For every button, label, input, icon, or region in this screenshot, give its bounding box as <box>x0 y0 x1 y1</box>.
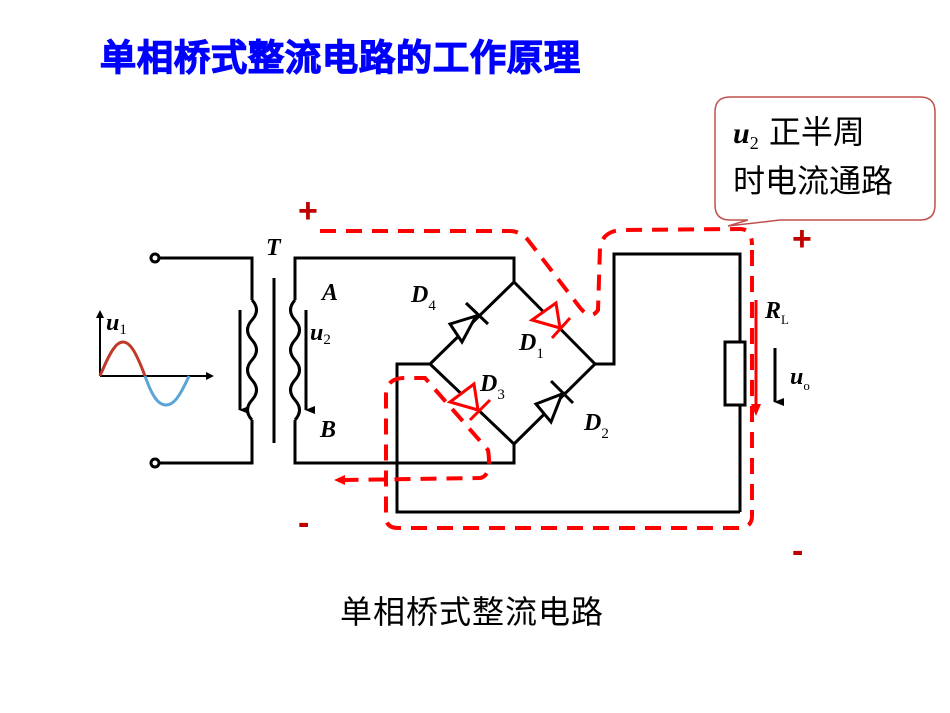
label-d1: D1 <box>518 330 544 362</box>
secondary-circuit <box>289 256 516 465</box>
label-transformer: T <box>266 235 282 261</box>
current-path <box>320 226 754 530</box>
input-terminal-top <box>149 252 161 264</box>
label-uo: uo <box>790 364 810 393</box>
diode-d4 <box>447 301 490 345</box>
output-minus-sign: - <box>792 532 803 570</box>
diode-d3-triangle <box>446 381 480 413</box>
diode-d2-triangle <box>533 391 565 425</box>
bridge-outline <box>427 279 598 447</box>
callout-shape <box>714 96 936 227</box>
diode-d2-bar <box>549 379 575 405</box>
current-path-upper <box>320 226 754 317</box>
callout-line2: 时电流通路 <box>733 162 893 200</box>
diode-d3 <box>446 381 492 422</box>
wire-bridge-left <box>395 362 740 514</box>
primary-wire-bottom <box>159 420 254 465</box>
page-title: 单相桥式整流电路的工作原理 <box>99 37 582 79</box>
label-node-a: A <box>320 280 338 306</box>
bridge-rectifier <box>395 252 742 514</box>
waveform-y-axis-arrowhead <box>96 310 104 318</box>
input-waveform <box>96 310 214 407</box>
label-u2: u2 <box>310 320 331 348</box>
diode-d1 <box>528 300 572 340</box>
diode-d1-triangle <box>528 300 562 331</box>
sine-positive-half <box>98 340 147 377</box>
callout-bubble: u2 正半周 时电流通路 <box>714 96 936 227</box>
load-resistor <box>723 340 747 407</box>
diode-d4-triangle <box>447 313 480 345</box>
diode-d2 <box>533 379 575 425</box>
input-terminal-bottom <box>149 457 161 469</box>
secondary-plus-sign: + <box>298 192 318 230</box>
label-d3: D3 <box>479 371 505 403</box>
label-rl: RL <box>764 298 789 327</box>
primary-wire <box>159 256 254 300</box>
current-through-load-arrowhead <box>751 404 761 416</box>
wire-bridge-right <box>595 252 742 366</box>
diode-d1-bar <box>550 316 572 340</box>
sine-negative-half <box>143 375 191 407</box>
diode-d3-bar <box>468 398 492 422</box>
primary-circuit <box>149 252 258 469</box>
waveform-x-axis-arrowhead <box>206 372 214 380</box>
diode-d4-bar <box>464 301 490 326</box>
primary-coil <box>246 298 258 422</box>
output-plus-sign: + <box>792 220 812 258</box>
wire-node-b <box>293 420 516 465</box>
callout-line1: u2 正半周 <box>733 113 865 153</box>
secondary-minus-sign: - <box>298 504 309 542</box>
wire-node-a <box>293 256 516 300</box>
diagram-caption: 单相桥式整流电路 <box>340 593 605 631</box>
current-return-arrowhead <box>334 475 345 485</box>
label-d4: D4 <box>410 282 436 314</box>
secondary-coil <box>289 298 301 422</box>
label-d2: D2 <box>583 410 609 442</box>
label-node-b: B <box>319 417 336 443</box>
label-u1: u1 <box>106 310 127 338</box>
current-path-return <box>344 250 754 530</box>
